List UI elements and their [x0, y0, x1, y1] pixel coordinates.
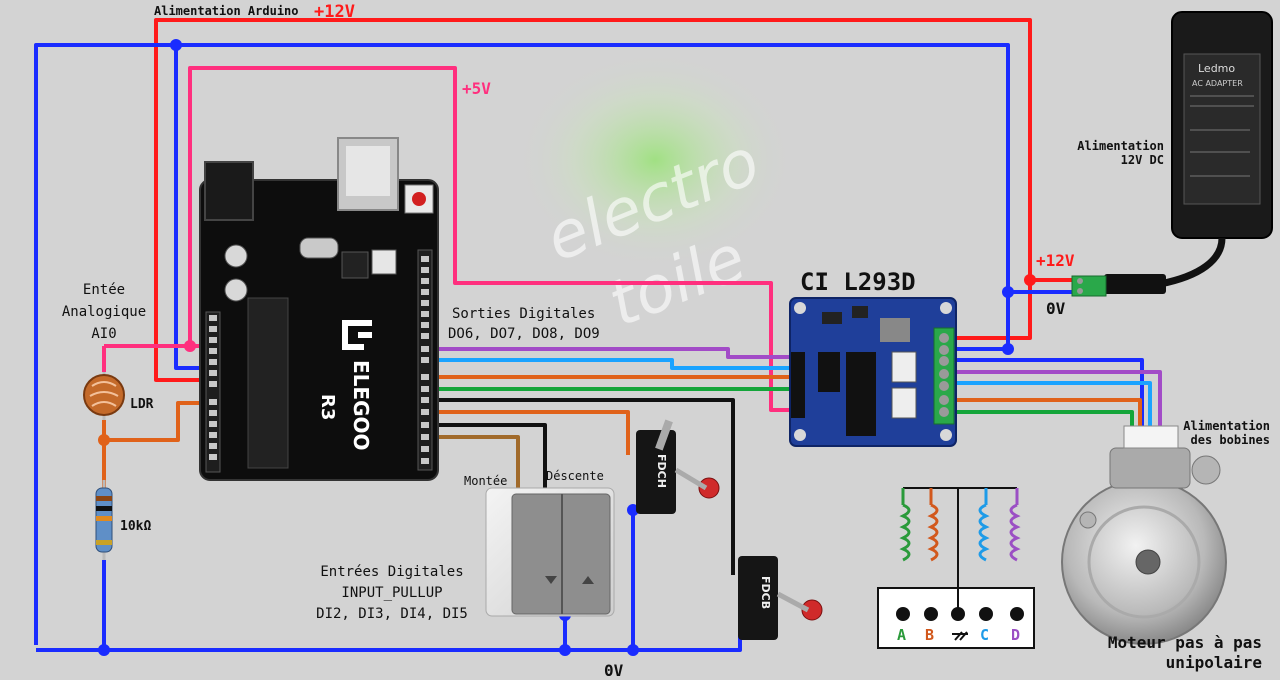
adapter-text: AC ADAPTER	[1192, 79, 1243, 88]
wire-coil-orange	[955, 398, 1142, 430]
adapter-brand: Ledmo	[1198, 62, 1235, 75]
label-montee: Montée	[464, 474, 507, 488]
label-power-dc-2: 12V DC	[1121, 153, 1164, 167]
arduino-board: ELEGOO R3	[199, 137, 439, 481]
adapter-cable	[1159, 237, 1226, 288]
wire-gnd-blue-arduino	[174, 45, 210, 370]
wire-coil-green	[955, 410, 1134, 430]
ldr-sensor	[83, 372, 125, 420]
coil-letter-a: A	[897, 626, 906, 644]
coil-letter-d: D	[1011, 626, 1020, 644]
label-0v-bottom: 0V	[604, 661, 624, 680]
l293d-module	[789, 297, 957, 447]
atmega-chip	[247, 297, 289, 469]
module-ic-small	[818, 352, 840, 392]
wire-12v-red	[154, 18, 1100, 382]
wire-coil-cyan	[955, 381, 1152, 430]
label-motor-2: unipolaire	[1166, 653, 1262, 672]
label-motor-1: Moteur pas à pas	[1108, 633, 1262, 652]
regulator	[880, 318, 910, 342]
dc-jack	[1071, 275, 1107, 297]
reset-button-icon	[412, 192, 426, 206]
wire-12v-red-chip	[955, 280, 1032, 340]
wire-gnd-blue-top	[34, 43, 1100, 645]
power-header-pins	[209, 315, 217, 460]
board-model: R3	[317, 394, 338, 420]
resistor-10k	[95, 480, 113, 560]
label-power-dc-1: Alimentation	[1077, 139, 1164, 153]
wire-di4-orange	[428, 410, 630, 455]
label-analog-1: Entée	[83, 282, 125, 298]
limit-switch-fdch: FDCH	[636, 419, 720, 514]
fdch-label: FDCH	[655, 454, 668, 488]
label-plus5: +5V	[462, 79, 491, 98]
input-header	[791, 352, 805, 418]
chip-title: CI L293D	[800, 268, 916, 296]
limit-switch-fdcb: FDCB	[738, 556, 823, 640]
dc-plug	[1104, 274, 1166, 294]
wire-di5-black	[428, 398, 735, 575]
label-coil-power-2: des bobines	[1191, 433, 1270, 447]
wire-di2-brown	[428, 435, 520, 488]
elegoo-logo	[342, 320, 372, 350]
labels: Alimentation Arduino +12V +5V Entée Anal…	[62, 2, 1270, 680]
label-coil-power-1: Alimentation	[1183, 419, 1270, 433]
coil-schematic: A B C D	[877, 487, 1035, 649]
label-analog-3: AI0	[91, 326, 116, 342]
watermark: electro toile	[515, 50, 795, 342]
label-plus12-top: +12V	[314, 2, 355, 22]
label-outputs-2: DO6, DO7, DO8, DO9	[448, 326, 600, 342]
wall-switch	[485, 487, 615, 617]
stepper-motor	[1061, 425, 1227, 645]
label-outputs-1: Sorties Digitales	[452, 306, 595, 322]
fdcb-label: FDCB	[759, 576, 772, 609]
label-power-arduino: Alimentation Arduino	[154, 4, 299, 18]
digital-header-pins	[421, 256, 429, 464]
label-plus12-right: +12V	[1036, 251, 1075, 270]
coil-letter-b: B	[925, 626, 934, 644]
wire-do9-purple	[428, 347, 790, 359]
wire-gnd-blue-chip	[955, 292, 1010, 351]
label-inputs-1: Entrées Digitales	[320, 564, 463, 580]
board-brand: ELEGOO	[349, 360, 373, 451]
coil-letter-c: C	[980, 626, 989, 644]
power-jack	[204, 161, 254, 221]
label-ldr: LDR	[130, 397, 154, 412]
wire-ai0-orange	[102, 401, 210, 442]
label-descente: Déscente	[546, 469, 604, 483]
label-inputs-3: DI2, DI3, DI4, DI5	[316, 606, 468, 622]
module-ic-l293d	[846, 352, 876, 436]
label-0v-right: 0V	[1046, 299, 1066, 318]
wire-coil-purple	[955, 370, 1162, 430]
ground-symbol-icon	[952, 631, 968, 641]
label-resistor: 10kΩ	[120, 519, 151, 534]
label-analog-2: Analogique	[62, 304, 146, 320]
wire-do8-cyan	[428, 358, 790, 370]
label-inputs-2: INPUT_PULLUP	[341, 585, 442, 601]
wire-di3-black	[428, 423, 547, 488]
power-adapter: Ledmo AC ADAPTER	[1071, 11, 1273, 297]
